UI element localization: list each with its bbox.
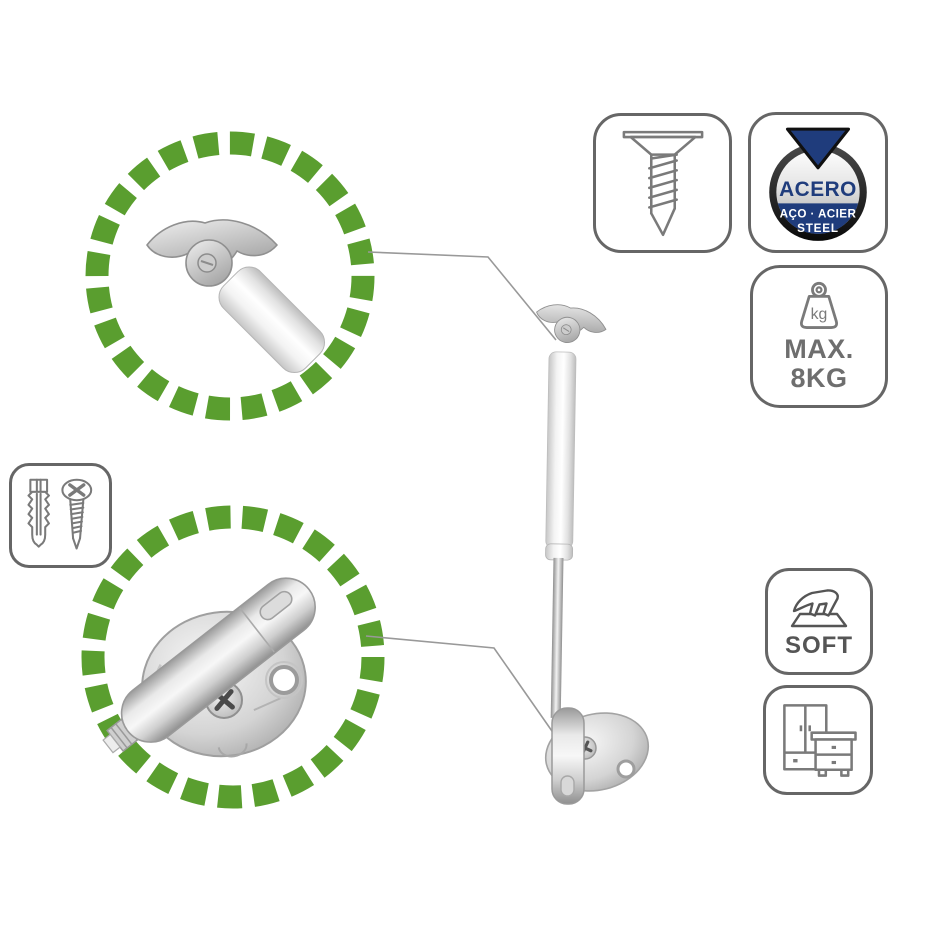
max-weight-line2: 8KG — [790, 362, 848, 393]
steel-badge-chord — [777, 202, 859, 234]
steel-subtitle2: STEEL — [797, 221, 839, 234]
soft-label: SOFT — [785, 632, 853, 659]
upper-bracket-detail — [146, 218, 326, 374]
max-weight-line1: MAX. — [784, 334, 854, 365]
steel-material-badge: ACERO AÇO · ACIER STEEL — [748, 112, 888, 253]
bottom-connector-line — [365, 635, 562, 745]
kg-unit-label: kg — [811, 306, 828, 323]
wallplug-and-screw-icon — [26, 478, 92, 550]
screw-icon — [622, 130, 703, 237]
top-callout-ring — [85, 131, 375, 421]
fixings-badge — [9, 463, 112, 568]
weight-kg-icon: kg — [800, 282, 838, 330]
screw-badge — [593, 113, 732, 253]
furniture-use-badge — [763, 685, 873, 795]
steel-badge-arrow-icon — [785, 127, 851, 169]
mount-housing — [551, 707, 585, 805]
steel-subtitle: AÇO · ACIER — [780, 207, 857, 220]
gas-strut-product — [530, 298, 650, 805]
soft-close-hand-icon — [790, 589, 848, 628]
steel-badge-icon: ACERO AÇO · ACIER STEEL — [769, 127, 867, 241]
piston-rod — [550, 557, 564, 719]
bottom-callout-ring — [81, 505, 385, 809]
piston-mount-detail — [102, 577, 316, 758]
soft-close-badge: SOFT — [765, 568, 873, 675]
steel-title: ACERO — [779, 178, 857, 201]
bottom-mount — [544, 707, 650, 805]
top-connector-line — [367, 251, 557, 341]
max-weight-badge: kg MAX. 8KG — [750, 265, 888, 408]
furniture-icon — [783, 704, 857, 777]
strut-cylinder — [545, 351, 577, 549]
